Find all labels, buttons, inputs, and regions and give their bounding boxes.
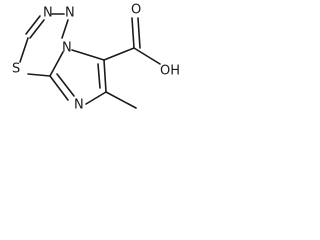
substituent-bonds (103, 17, 161, 109)
bond-c6-methyl (105, 91, 137, 109)
bond-n-imidazole-c-junction (49, 75, 69, 101)
bond-n1-c-ch-double (25, 15, 41, 35)
atom-n1: N (43, 6, 53, 21)
molecule-structure: N N N S N O OH (12, 3, 180, 113)
bond-n1-c-ch (29, 19, 45, 39)
thiadiazole-ring-bonds (19, 13, 69, 77)
bond-carbonyl-double (137, 17, 141, 49)
bond-c5-c6 (103, 59, 107, 93)
atom-oh: OH (160, 64, 180, 79)
bond-s-c-junction (27, 73, 51, 77)
bond-n-bridge-c5 (71, 49, 105, 61)
atom-n-bridge: N (62, 41, 72, 56)
bond-carbonyl (131, 17, 135, 49)
imidazole-ring-bonds (49, 49, 107, 105)
atom-labels: N N N S N O OH (12, 3, 180, 113)
atom-n2: N (65, 6, 75, 21)
bond-c5-carboxyl-carbon (103, 47, 135, 61)
bond-c5-c6-double (97, 63, 101, 89)
bond-carboxyl-oh (133, 47, 161, 65)
atom-s: S (12, 62, 20, 77)
bond-n2-c-bridgehead (61, 19, 69, 39)
atom-n-imidazole: N (74, 98, 84, 113)
bond-n-imidazole-c-junction-double (56, 73, 75, 97)
bond-c6-n-imidazole (85, 91, 107, 105)
atom-o-carbonyl: O (131, 3, 141, 18)
bond-c-junction-n-bridge (49, 51, 64, 77)
bond-c-ch-s (19, 37, 29, 63)
